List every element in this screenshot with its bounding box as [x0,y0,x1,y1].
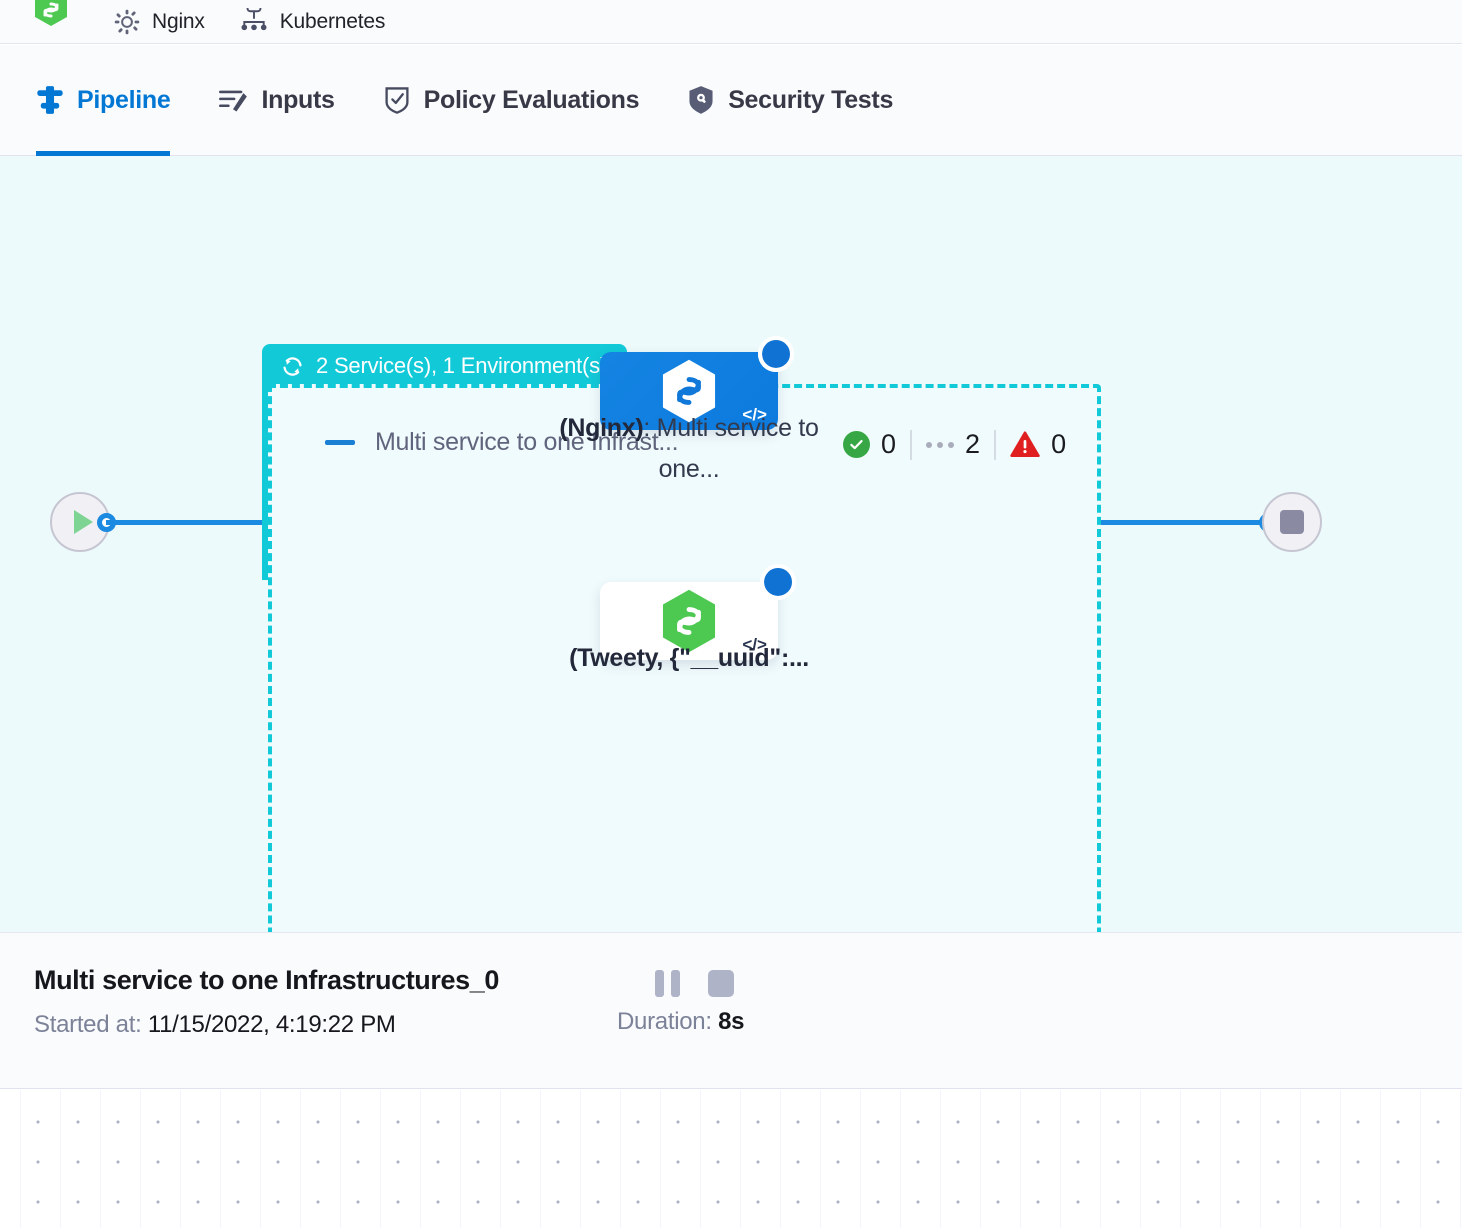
execution-duration-value: 8s [718,1008,745,1035]
tab-security-tests[interactable]: Security Tests [687,45,893,156]
stage-node-tweety-caption-bold: (Tweety, [569,644,663,672]
execution-duration: Duration: 8s [617,1008,744,1036]
stop-icon [1280,510,1304,534]
spinner-running-icon [760,564,796,600]
play-icon [73,510,93,534]
breadcrumb-item-environment-label: Kubernetes [279,9,386,33]
counter-error: 0 [996,429,1080,460]
minus-collapse-icon[interactable] [325,440,355,445]
pause-icon[interactable] [655,970,680,997]
tab-bar: Pipeline Inputs Policy Evaluations [0,45,1462,156]
tab-policy-evaluations[interactable]: Policy Evaluations [383,45,640,156]
breadcrumb-item-service[interactable]: Nginx [113,8,205,36]
group-badge-label: 2 Service(s), 1 Environment(s) [316,353,608,378]
harness-hexagon-logo [35,0,67,26]
gear-icon [114,9,140,34]
shield-security-icon [689,86,713,114]
counter-error-value: 0 [1051,429,1067,459]
connector-start-to-group [106,520,266,525]
counter-success: 0 [843,429,910,460]
shield-check-icon [385,87,409,114]
group-title: Multi service to one Infrast... [375,428,679,456]
lower-canvas-grid[interactable] [0,1090,1462,1228]
group-left-bar [262,384,273,580]
infrastructure-node-icon [241,7,267,30]
loop-retry-icon [283,356,302,376]
dots-pending-icon [926,441,955,448]
stop-icon[interactable] [708,970,734,997]
tab-security-tests-label: Security Tests [728,85,894,114]
pipeline-icon [37,86,63,114]
pipeline-canvas[interactable]: 2 Service(s), 1 Environment(s) Multi ser… [0,156,1462,932]
execution-started-at-label: Started at: [34,1011,142,1038]
status-counters: 0 2 0 [843,429,1080,460]
inputs-wand-icon [219,90,248,112]
tab-inputs-label: Inputs [261,85,335,114]
harness-hexagon-icon-green [662,589,716,653]
group-header[interactable]: Multi service to one Infrast... [325,428,679,457]
execution-title: Multi service to one Infrastructures_0 [34,965,499,995]
tab-pipeline-label: Pipeline [77,85,171,114]
tab-inputs[interactable]: Inputs [218,45,335,156]
stage-node-nginx-caption-rest: : Multi service to one... [643,414,819,483]
counter-success-value: 0 [881,429,897,459]
breadcrumb-item-service-label: Nginx [152,9,205,33]
code-brackets-icon: </> [742,635,767,654]
stage-node-tweety-caption-rest: {"__uuid":... [669,644,810,672]
counter-pending: 2 [912,429,994,460]
end-node[interactable] [1262,492,1322,552]
execution-duration-label: Duration: [617,1008,712,1035]
counter-divider [910,429,913,460]
counter-pending-value: 2 [965,429,981,459]
code-brackets-icon: </> [742,405,767,424]
stage-node-tweety-caption: (Tweety, {"__uuid":... [558,638,820,679]
stage-node-tweety[interactable]: </> [600,564,796,660]
stage-node-nginx-caption: (Nginx): Multi service to one... [558,408,820,490]
execution-summary-bar: Multi service to one Infrastructures_0 S… [0,932,1462,1089]
harness-hexagon-icon-white [662,359,716,423]
breadcrumb: Nginx Kubernetes [0,0,1462,44]
connector-group-to-end [1101,520,1269,525]
execution-controls [655,970,734,997]
stage-node-nginx[interactable]: </> [600,336,794,430]
execution-started-at-value: 11/15/2022, 4:19:22 PM [147,1011,396,1038]
execution-started-at: Started at: 11/15/2022, 4:19:22 PM [34,1011,396,1039]
tab-pipeline[interactable]: Pipeline [36,45,171,156]
tab-policy-evaluations-label: Policy Evaluations [423,85,640,114]
check-circle-icon [843,431,870,458]
stage-node-nginx-caption-bold: (Nginx) [559,414,644,442]
breadcrumb-item-project[interactable] [34,0,79,34]
counter-divider [994,429,997,460]
warning-triangle-icon [1010,431,1040,457]
spinner-running-icon [758,336,794,372]
group-badge[interactable]: 2 Service(s), 1 Environment(s) [262,344,628,388]
breadcrumb-item-environment[interactable]: Kubernetes [239,7,386,36]
